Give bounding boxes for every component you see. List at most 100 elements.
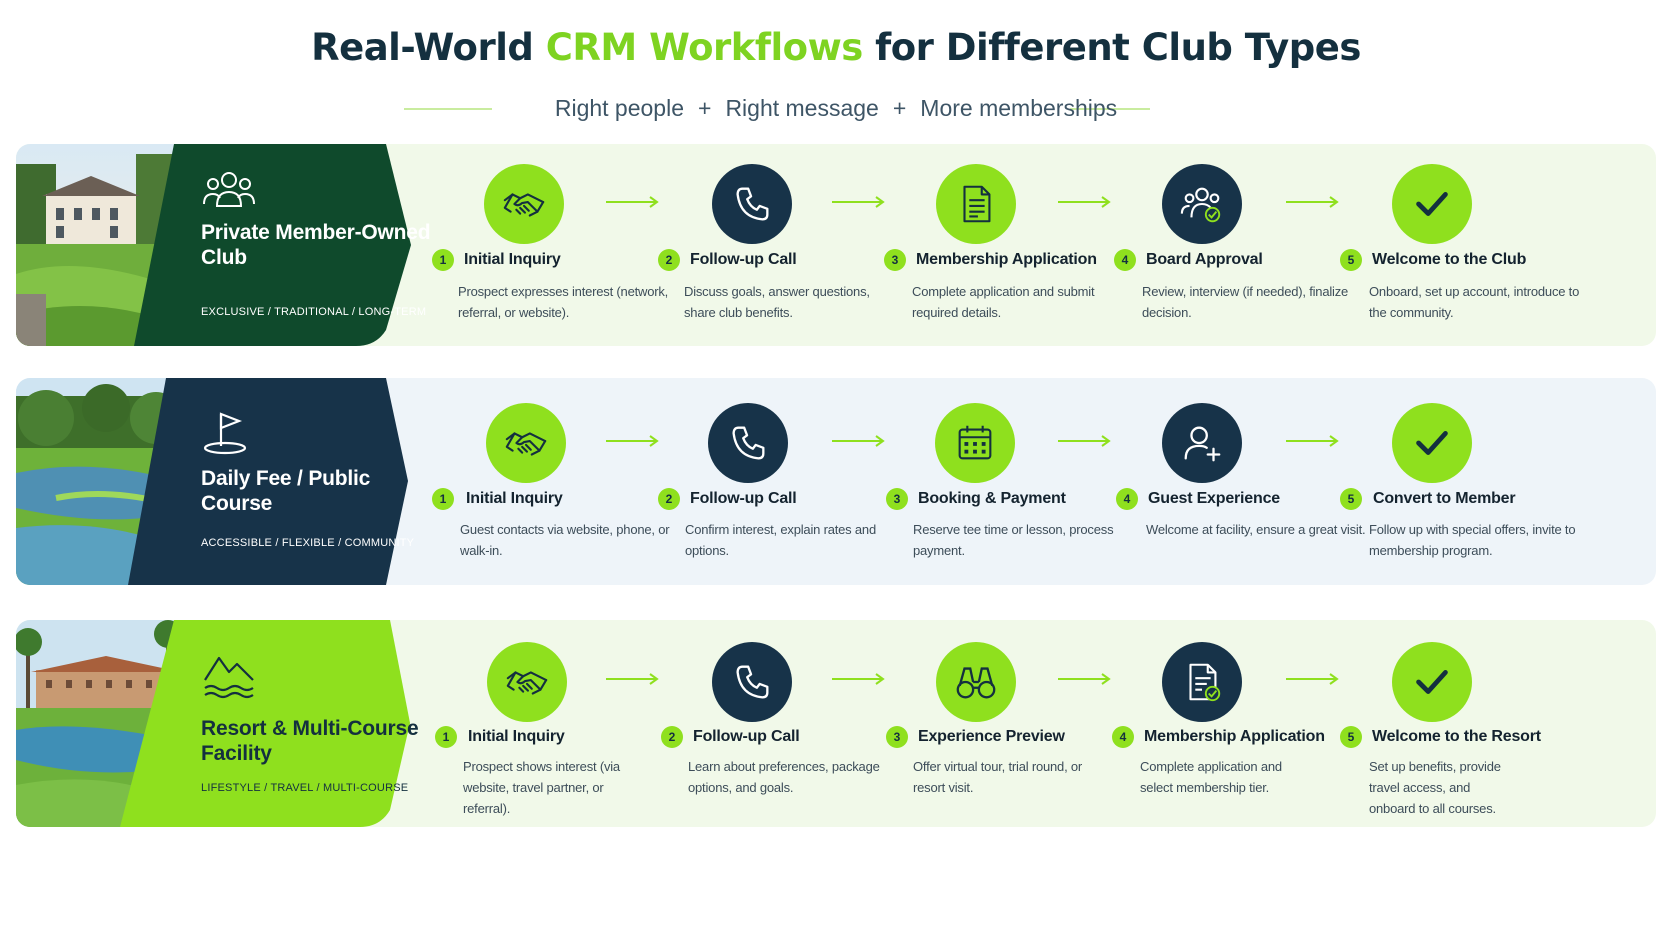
step-description: Guest contacts via website, phone, or wa…	[460, 522, 670, 558]
golf-flag-icon	[203, 412, 247, 455]
step-icon-circle	[935, 403, 1015, 483]
step-icon-circle	[1162, 642, 1242, 722]
step-number-badge: 2	[661, 726, 683, 748]
workflow-step: 2 Follow-up Call Confirm interest, expla…	[652, 378, 892, 585]
arrow-right-icon	[1058, 673, 1111, 685]
title-highlight: CRM Workflows	[545, 26, 864, 69]
workflow-step: 1 Initial Inquiry Prospect expresses int…	[426, 144, 668, 346]
group-check-icon	[1180, 187, 1221, 223]
step-title: Initial Inquiry	[464, 251, 561, 268]
arrow-right-icon	[1286, 673, 1339, 685]
title-part-2: for Different Club Types	[862, 26, 1361, 69]
step-icon-circle	[1162, 403, 1242, 483]
club-type-panel	[134, 144, 411, 346]
workflow-step: 5 Convert to Member Follow up with speci…	[1332, 378, 1576, 585]
club-name: Daily Fee / Public Course	[201, 467, 371, 515]
workflow-step: 5 Welcome to the Resort Set up benefits,…	[1332, 620, 1572, 827]
step-number-badge: 1	[432, 249, 454, 271]
workflow-step: 5 Welcome to the Club Onboard, set up ac…	[1332, 144, 1579, 346]
step-description: Complete application and submit required…	[912, 284, 1095, 320]
step-number-badge: 3	[886, 726, 908, 748]
step-description: Prospect expresses interest (network, re…	[458, 284, 669, 320]
step-title: Welcome to the Resort	[1372, 728, 1541, 745]
checkmark-icon	[1416, 431, 1448, 455]
workflow-step: 3 Booking & Payment Reserve tee time or …	[878, 378, 1118, 585]
step-icon-circle	[1392, 642, 1472, 722]
step-title: Membership Application	[916, 251, 1097, 268]
handshake-icon	[503, 193, 545, 217]
workflow-step: 4 Guest Experience Welcome at facility, …	[1106, 378, 1366, 585]
document-check-icon	[1189, 663, 1221, 702]
document-icon	[963, 185, 991, 223]
club-tags: EXCLUSIVE / TRADITIONAL / LONG-TERM	[201, 306, 427, 318]
arrow-right-icon	[1286, 196, 1339, 208]
subtitle-divider-left	[404, 108, 492, 110]
step-description: Prospect shows interest (via website, tr…	[463, 759, 620, 816]
mountain-water-icon	[204, 656, 254, 699]
arrow-right-icon	[606, 435, 659, 447]
arrow-right-icon	[606, 196, 659, 208]
step-description: Learn about preferences, package options…	[688, 759, 880, 795]
step-title: Experience Preview	[918, 728, 1065, 745]
subtitle-right-message: Right message	[725, 94, 879, 121]
step-icon-circle	[486, 403, 566, 483]
subtitle: Right people + Right message + More memb…	[0, 90, 1672, 126]
subtitle-more-memberships: More memberships	[920, 94, 1118, 121]
step-icon-circle	[1392, 403, 1472, 483]
arrow-right-icon	[832, 673, 885, 685]
step-number-badge: 5	[1340, 488, 1362, 510]
members-group-icon	[203, 172, 255, 207]
club-info: Resort & Multi-Course Facility LIFESTYLE…	[201, 620, 441, 827]
step-number-badge: 4	[1112, 726, 1134, 748]
subtitle-plus: +	[698, 94, 712, 121]
subtitle-divider-right	[1070, 108, 1150, 110]
club-type-panel	[128, 378, 408, 585]
step-description: Offer virtual tour, trial round, or reso…	[913, 759, 1083, 795]
step-icon-circle	[712, 164, 792, 244]
step-title: Convert to Member	[1373, 490, 1516, 507]
club-type-panel	[120, 620, 410, 827]
step-number-badge: 3	[886, 488, 908, 510]
workflow-row-public-course: Daily Fee / Public Course ACCESSIBLE / F…	[16, 378, 1656, 585]
phone-icon	[736, 665, 769, 699]
step-description: Review, interview (if needed), finalize …	[1142, 284, 1349, 320]
step-number-badge: 1	[435, 726, 457, 748]
club-name: Private Member-Owned Club	[201, 221, 431, 269]
workflow-step: 2 Follow-up Call Discuss goals, answer q…	[652, 144, 892, 346]
step-icon-circle	[1162, 164, 1242, 244]
step-number-badge: 5	[1340, 249, 1362, 271]
step-number-badge: 2	[658, 488, 680, 510]
club-tags: ACCESSIBLE / FLEXIBLE / COMMUNITY	[201, 537, 415, 549]
user-plus-icon	[1184, 426, 1221, 462]
step-title: Guest Experience	[1148, 490, 1280, 507]
arrow-right-icon	[832, 196, 885, 208]
step-description: Discuss goals, answer questions, share c…	[684, 284, 870, 320]
binoculars-icon	[956, 667, 996, 699]
workflow-step: 2 Follow-up Call Learn about preferences…	[652, 620, 892, 827]
arrow-right-icon	[1058, 435, 1111, 447]
step-number-badge: 1	[432, 488, 454, 510]
step-number-badge: 4	[1114, 249, 1136, 271]
step-icon-circle	[484, 164, 564, 244]
step-title: Follow-up Call	[690, 490, 797, 507]
workflow-row-resort: Resort & Multi-Course Facility LIFESTYLE…	[16, 620, 1656, 827]
step-description: Reserve tee time or lesson, process paym…	[913, 522, 1114, 558]
step-number-badge: 4	[1116, 488, 1138, 510]
step-title: Initial Inquiry	[468, 728, 565, 745]
step-title: Board Approval	[1146, 251, 1263, 268]
checkmark-icon	[1416, 192, 1448, 216]
club-name: Resort & Multi-Course Facility	[201, 717, 419, 765]
step-icon-circle	[1392, 164, 1472, 244]
club-tags: LIFESTYLE / TRAVEL / MULTI-COURSE	[201, 782, 409, 794]
subtitle-right-people: Right people	[554, 94, 684, 121]
step-title: Welcome to the Club	[1372, 251, 1527, 268]
step-description: Confirm interest, explain rates and opti…	[685, 522, 876, 558]
step-description: Welcome at facility, ensure a great visi…	[1146, 522, 1366, 537]
workflow-step: 1 Initial Inquiry Guest contacts via web…	[426, 378, 670, 585]
workflow-step: 3 Membership Application Complete applic…	[878, 144, 1118, 346]
arrow-right-icon	[606, 673, 659, 685]
handshake-icon	[505, 432, 547, 456]
phone-icon	[732, 426, 765, 460]
step-title: Follow-up Call	[693, 728, 800, 745]
step-icon-circle	[936, 164, 1016, 244]
